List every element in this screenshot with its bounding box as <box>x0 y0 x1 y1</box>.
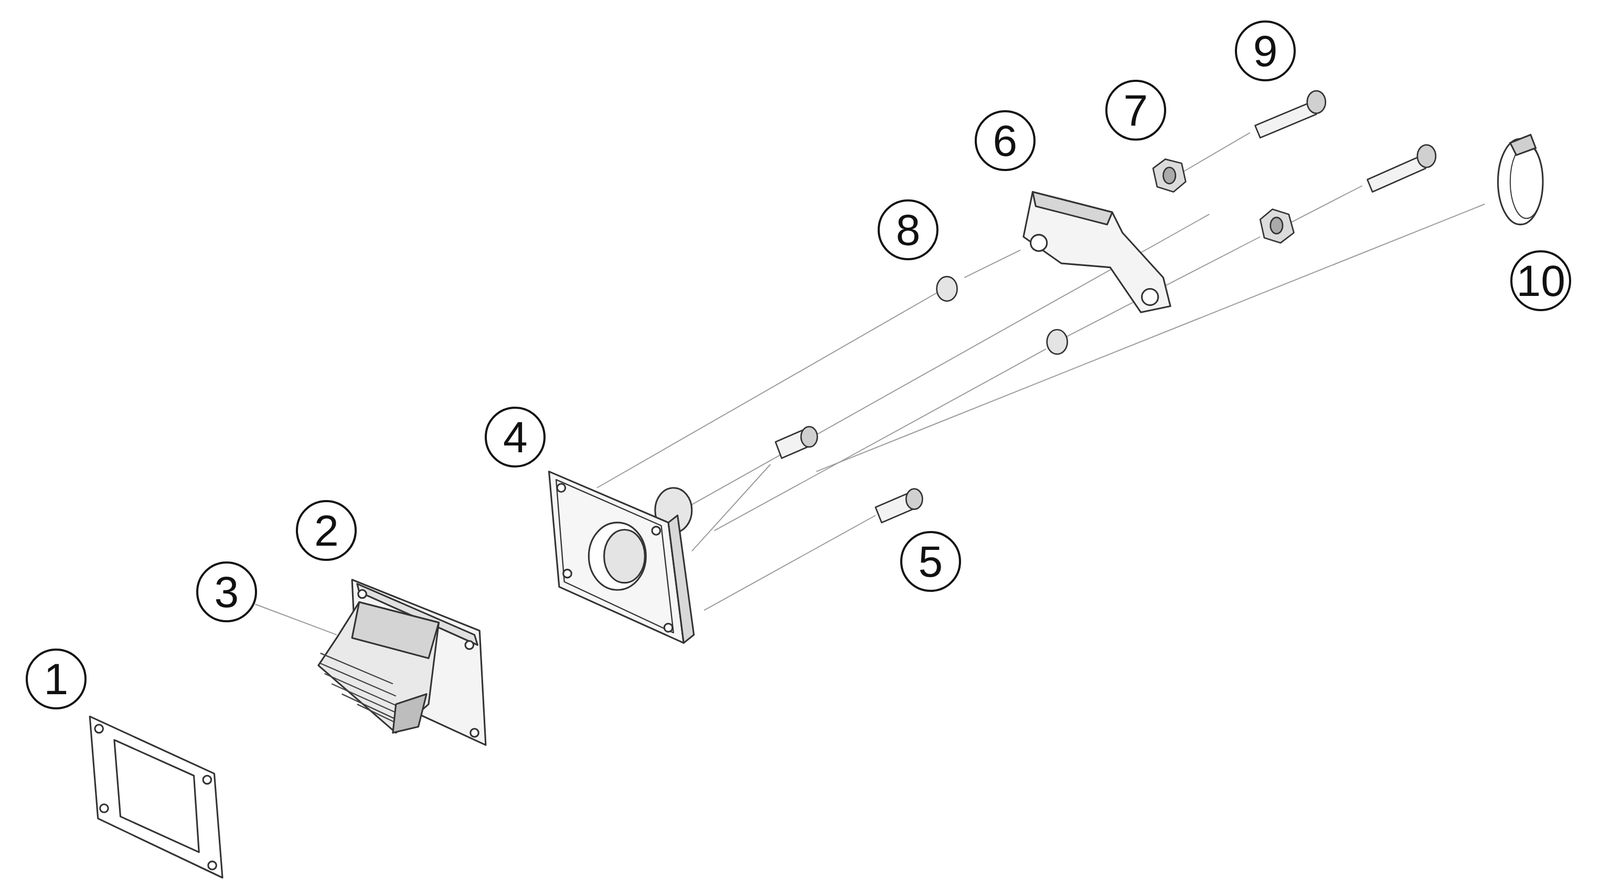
callout-number: 1 <box>25 648 87 710</box>
bracket <box>1023 192 1171 313</box>
hose-clamp <box>1497 134 1543 225</box>
gasket <box>89 716 223 878</box>
callout-number: 3 <box>196 561 258 623</box>
callout-number: 9 <box>1234 20 1296 82</box>
reed-valve <box>318 579 486 745</box>
callout-number: 7 <box>1105 79 1167 141</box>
callout-number: 4 <box>484 406 546 468</box>
callout-number: 10 <box>1510 250 1572 312</box>
callout-number: 2 <box>295 499 357 561</box>
nuts-and-spacers <box>936 158 1295 355</box>
screws <box>775 90 1436 523</box>
callout-number: 8 <box>877 199 939 261</box>
leader-lines <box>254 132 1485 635</box>
intake-manifold <box>548 471 694 644</box>
callout-number: 6 <box>974 110 1036 172</box>
callout-number: 5 <box>900 530 962 592</box>
